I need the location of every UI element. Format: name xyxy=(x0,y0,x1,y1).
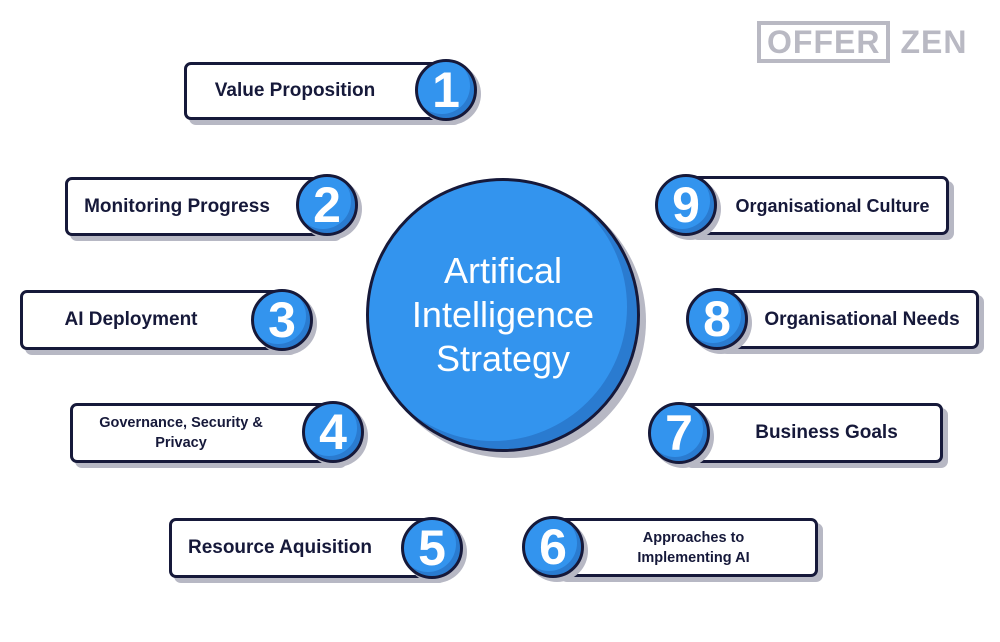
central-topic-title: Artifical Intelligence Strategy xyxy=(412,249,594,381)
item-label: Monitoring Progress xyxy=(84,195,270,217)
item-number-badge-4: 4 xyxy=(302,401,364,463)
item-label-line-2: Implementing AI xyxy=(637,549,750,566)
logo-offer-text: OFFER xyxy=(757,21,891,63)
logo-zen-text: ZEN xyxy=(900,24,968,60)
item-number-badge-2: 2 xyxy=(296,174,358,236)
item-number-badge-5: 5 xyxy=(401,517,463,579)
item-label: Approaches to Implementing AI xyxy=(637,528,749,568)
item-label-line-1: Approaches to xyxy=(642,529,745,546)
item-box-ai-deployment: AI Deployment xyxy=(20,290,292,350)
central-title-line-2: Intelligence xyxy=(411,294,595,335)
item-label: Organisational Needs xyxy=(764,308,960,330)
item-box-resource-aquisition: Resource Aquisition xyxy=(169,518,441,578)
central-topic-circle: Artifical Intelligence Strategy xyxy=(366,178,640,452)
item-label-line-2: Privacy xyxy=(155,435,207,451)
item-number-badge-1: 1 xyxy=(415,59,477,121)
item-number-badge-6: 6 xyxy=(522,516,584,578)
item-box-organisational-needs: Organisational Needs xyxy=(715,290,979,349)
central-title-line-3: Strategy xyxy=(435,338,571,379)
item-box-monitoring-progress: Monitoring Progress xyxy=(65,177,337,236)
item-label: Value Proposition xyxy=(214,80,376,101)
item-box-value-proposition: Value Proposition xyxy=(184,62,456,120)
item-number-badge-7: 7 xyxy=(648,402,710,464)
item-label: Resource Aquisition xyxy=(187,537,373,558)
item-label: Governance, Security & Privacy xyxy=(99,413,263,453)
item-box-business-goals: Business Goals xyxy=(680,403,943,463)
item-number-badge-8: 8 xyxy=(686,288,748,350)
item-label: Organisational Culture xyxy=(735,195,930,216)
item-box-organisational-culture: Organisational Culture xyxy=(686,176,949,235)
item-label: Business Goals xyxy=(755,422,898,443)
offerzen-logo: OFFER ZEN xyxy=(757,21,967,63)
item-number-badge-9: 9 xyxy=(655,174,717,236)
item-box-governance-security-privacy: Governance, Security & Privacy xyxy=(70,403,342,463)
central-title-line-1: Artifical xyxy=(443,250,562,291)
item-label-line-1: Governance, Security & xyxy=(99,415,263,431)
item-number-badge-3: 3 xyxy=(251,289,313,351)
item-label: AI Deployment xyxy=(64,309,198,330)
item-box-approaches-to-implementing-ai: Approaches to Implementing AI xyxy=(555,518,818,577)
